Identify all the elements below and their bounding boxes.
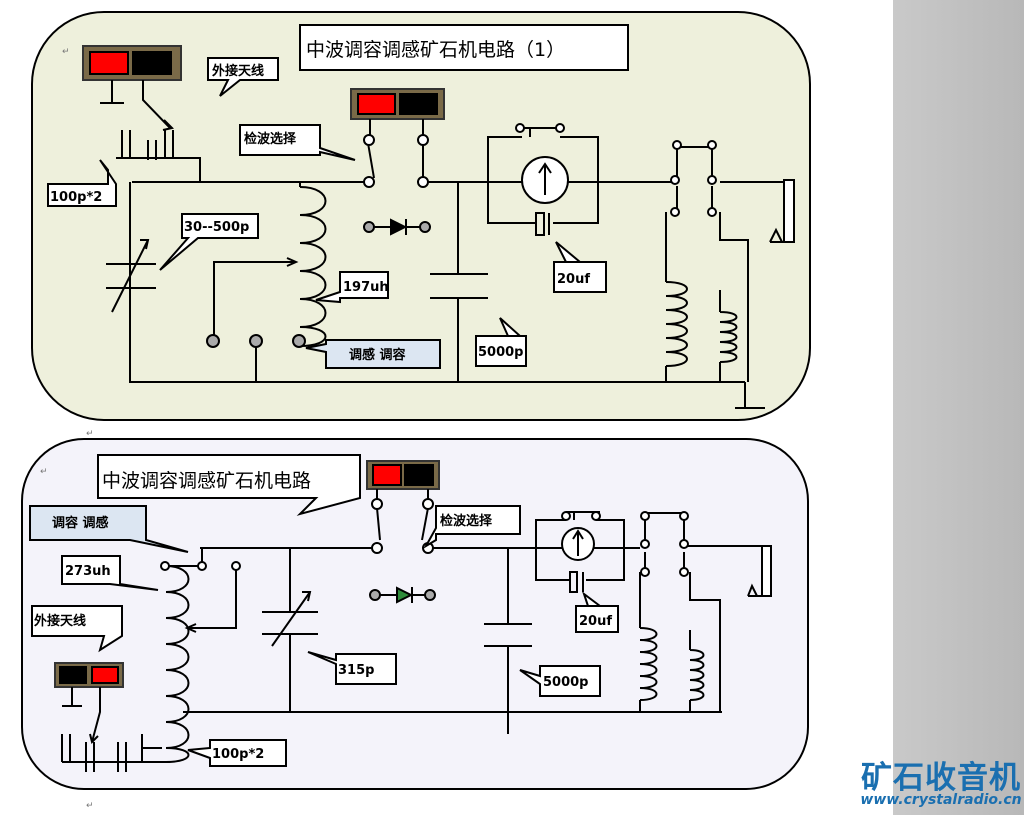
top-labels: 中波调容调感矿石机电路（1） 外接天线 检波选择 100p*2 30--500p… bbox=[50, 39, 590, 363]
top-circuit bbox=[31, 11, 811, 421]
bottom-title: 中波调容调感矿石机电路 bbox=[102, 470, 311, 492]
top-tuning-label: 调感 调容 bbox=[349, 347, 406, 363]
top-cap-label: 100p*2 bbox=[50, 190, 102, 205]
bottom-panel bbox=[21, 438, 809, 790]
top-coil-label: 197uh bbox=[343, 280, 389, 295]
detector-plug-bottom bbox=[366, 460, 440, 490]
svg-text:↵: ↵ bbox=[62, 47, 70, 57]
bottom-bypass-cap-label: 5000p bbox=[543, 675, 589, 690]
detector-plug-top bbox=[350, 88, 445, 120]
bottom-cap-label: 100p*2 bbox=[212, 747, 264, 762]
svg-text:↵: ↵ bbox=[86, 801, 94, 811]
bottom-detector-label: 检波选择 bbox=[440, 513, 493, 529]
bottom-elec-cap-label: 20uf bbox=[579, 614, 612, 629]
svg-text:↵: ↵ bbox=[40, 467, 48, 477]
bottom-antenna-label: 外接天线 bbox=[33, 613, 86, 629]
watermark-url: www.crystalradio.cn bbox=[860, 792, 1022, 808]
paragraph-marks: ↵ ↵ ↵ ↵ bbox=[40, 47, 94, 811]
bottom-tuning-label: 调容 调感 bbox=[52, 515, 109, 531]
top-title: 中波调容调感矿石机电路（1） bbox=[306, 39, 565, 61]
top-detector-label: 检波选择 bbox=[244, 131, 297, 147]
antenna-plug-bottom bbox=[54, 662, 124, 688]
scroll-gutter bbox=[893, 0, 1024, 815]
antenna-plug-top bbox=[82, 45, 182, 81]
top-antenna-label: 外接天线 bbox=[211, 63, 264, 79]
bottom-circuit bbox=[21, 438, 809, 790]
top-elec-cap-label: 20uf bbox=[557, 272, 590, 287]
top-panel bbox=[31, 11, 811, 421]
top-bypass-cap-label: 5000p bbox=[478, 345, 524, 360]
top-varcap-label: 30--500p bbox=[184, 220, 249, 235]
bottom-coil-label: 273uh bbox=[65, 564, 111, 579]
bottom-labels: 中波调容调感矿石机电路 调容 调感 273uh 外接天线 检波选择 315p 5… bbox=[33, 470, 612, 762]
circuit-diagrams: 中波调容调感矿石机电路（1） 外接天线 检波选择 100p*2 30--500p… bbox=[21, 11, 811, 811]
svg-text:↵: ↵ bbox=[86, 429, 94, 439]
watermark-brand: 矿石收音机 bbox=[861, 760, 1021, 796]
bottom-varcap-label: 315p bbox=[338, 663, 374, 678]
